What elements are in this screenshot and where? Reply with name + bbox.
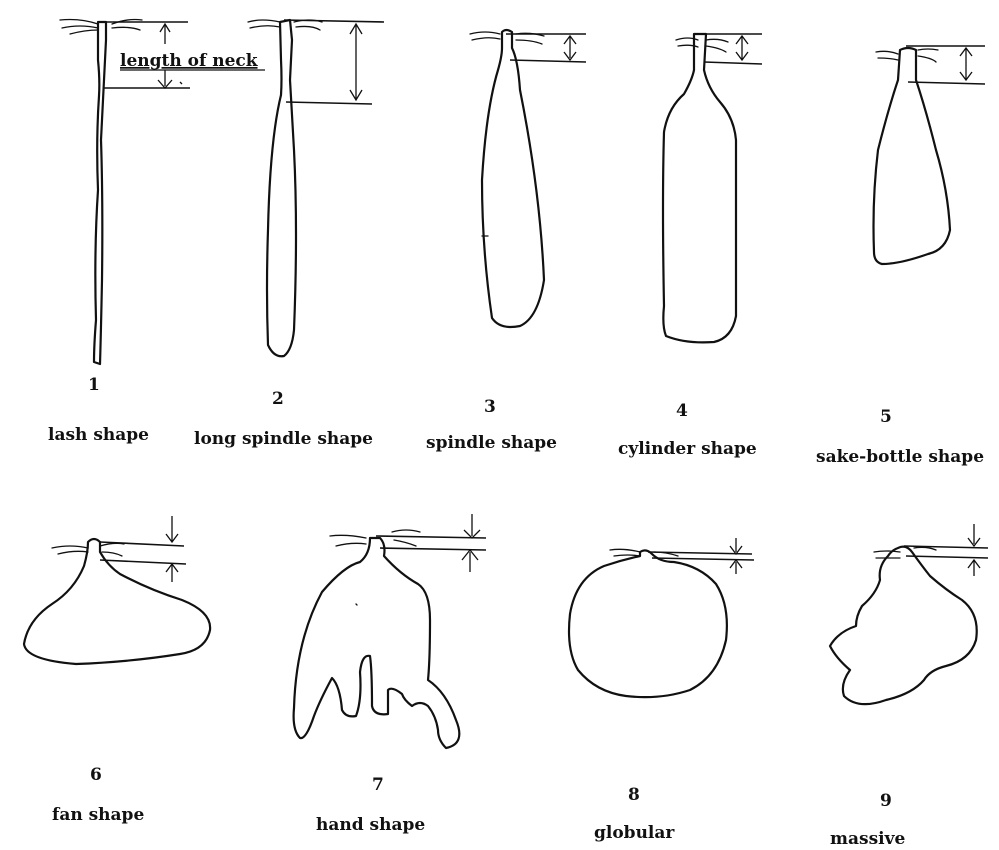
shape-5-sake-bottle-figure <box>874 46 986 264</box>
shape-9-massive-figure <box>830 524 988 704</box>
shape-2-name: long spindle shape <box>194 429 373 449</box>
shape-6-fan-figure <box>24 516 210 664</box>
shape-3-number: 3 <box>484 397 496 417</box>
shape-4-name: cylinder shape <box>618 439 757 459</box>
shape-9-name: massive <box>830 829 905 849</box>
shape-1-name: lash shape <box>48 425 149 445</box>
shape-6-number: 6 <box>90 765 102 785</box>
shape-6-name: fan shape <box>52 805 144 825</box>
shape-7-number: 7 <box>372 775 384 795</box>
shape-8-name: globular <box>594 823 675 843</box>
shape-2-long-spindle-figure <box>248 20 384 356</box>
shape-7-name: hand shape <box>316 815 425 835</box>
shape-8-globular-figure <box>569 538 754 697</box>
length-of-neck-label: length of neck <box>120 51 259 71</box>
shape-9-number: 9 <box>880 791 892 811</box>
shape-2-number: 2 <box>272 389 284 409</box>
shape-4-cylinder-figure <box>663 34 762 342</box>
shape-1-lash-figure <box>60 20 190 365</box>
shape-7-hand-figure <box>294 514 486 748</box>
shape-1-number: 1 <box>88 375 100 395</box>
shape-5-name: sake-bottle shape <box>816 447 984 467</box>
shape-4-number: 4 <box>676 401 688 421</box>
shape-8-number: 8 <box>628 785 640 805</box>
shape-5-number: 5 <box>880 407 892 427</box>
shape-3-name: spindle shape <box>426 433 557 453</box>
shape-3-spindle-figure <box>470 30 586 327</box>
